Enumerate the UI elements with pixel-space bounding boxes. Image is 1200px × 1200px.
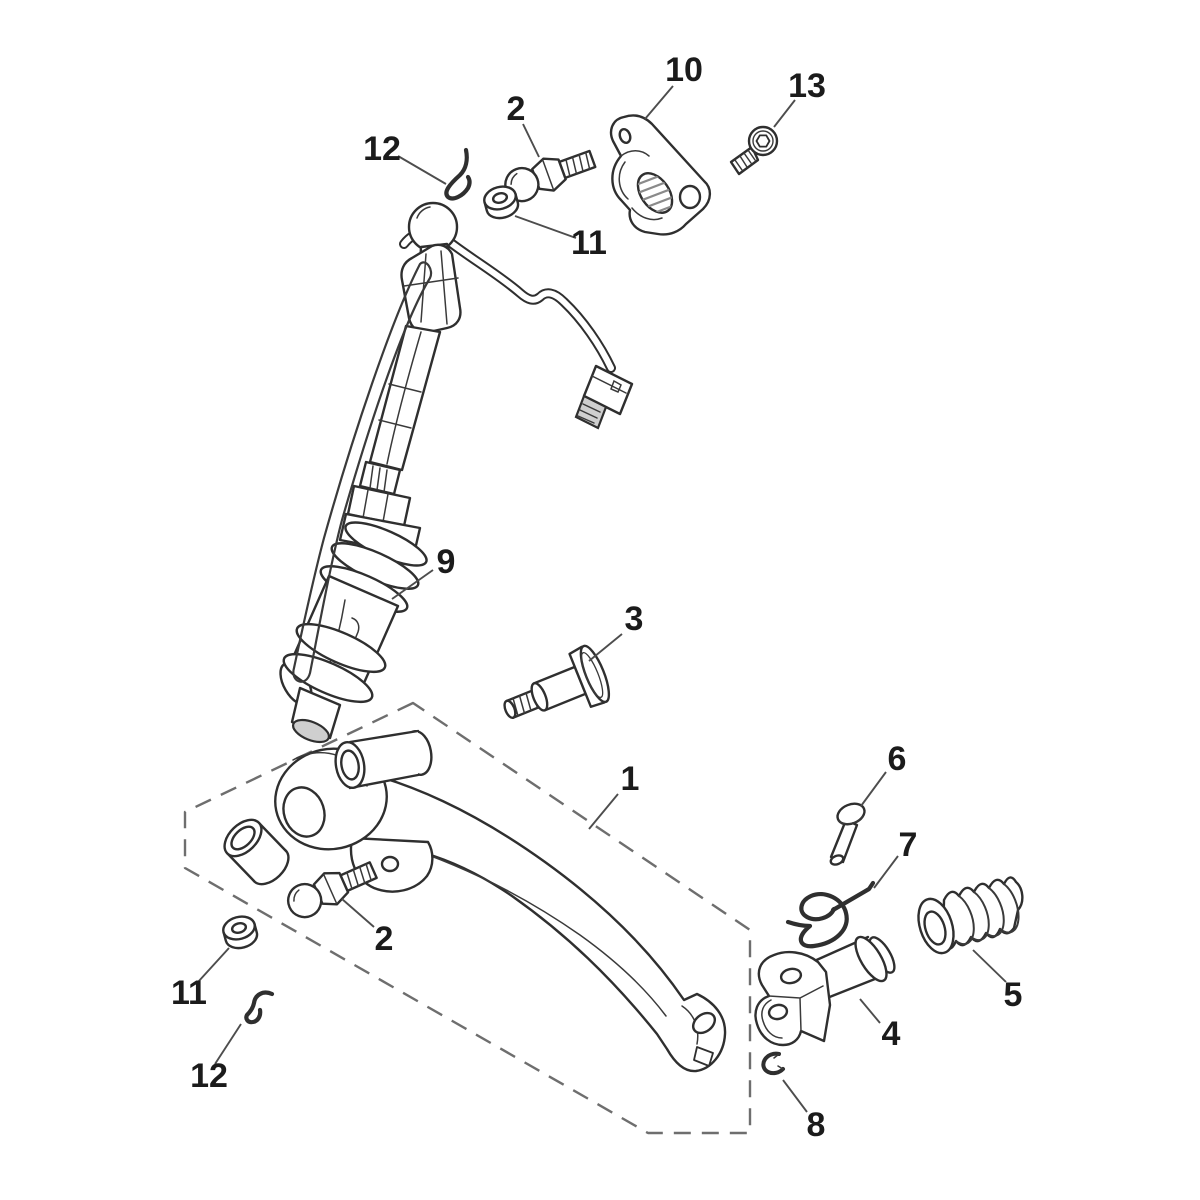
callout-6: 6 [860,740,907,807]
part-12-clip-lower [244,990,275,1025]
part-4-clevis [754,935,896,1047]
svg-text:12: 12 [363,130,401,168]
svg-text:11: 11 [571,224,607,262]
callouts: 1 2 3 4 5 6 7 8 [171,51,1022,1144]
part-7-torsion-spring [785,880,876,949]
part-13-socket-screw [729,125,779,176]
cable-connector [574,364,634,430]
svg-text:2: 2 [507,90,526,128]
callout-13: 13 [773,67,826,128]
svg-text:11: 11 [171,974,207,1012]
pedal-tip-hole [691,1011,717,1035]
part-5-rubber-peg [917,876,1024,955]
part-11-nut-lower [219,912,261,953]
part-9-gear-linkage-rod [279,201,634,744]
svg-text:10: 10 [665,51,703,89]
callout-8: 8 [782,1079,826,1144]
part-6-clevis-pin [829,802,866,866]
callout-9: 9 [391,543,456,600]
callout-12-upper: 12 [363,130,447,185]
svg-text:1: 1 [621,760,640,798]
bushing-left [223,818,290,886]
callout-2-upper: 2 [507,90,540,158]
callout-1: 1 [588,760,640,830]
svg-text:7: 7 [899,826,918,864]
callout-4: 4 [859,998,901,1053]
svg-text:8: 8 [807,1106,826,1144]
svg-text:6: 6 [888,740,907,778]
callout-2-lower: 2 [341,898,394,958]
svg-text:5: 5 [1004,976,1023,1014]
callout-5: 5 [972,949,1023,1014]
part-2-ball-stud-lower [281,853,382,924]
callout-7: 7 [873,826,918,889]
svg-text:4: 4 [882,1015,901,1053]
part-1-gear-change-pedal [223,729,727,1073]
assembly-dashed-outline [183,701,752,1135]
bracket-bolt-hole [678,184,702,210]
part-3-pivot-bolt [503,644,611,719]
svg-text:13: 13 [788,67,826,105]
part-10-selector-bracket [609,114,712,236]
rod-ball-joint [407,201,459,253]
callout-11-upper: 11 [514,215,607,262]
svg-text:3: 3 [625,600,644,638]
callout-3: 3 [588,600,644,662]
svg-text:12: 12 [190,1057,228,1095]
part-12-clip-upper [444,147,472,201]
bushing-upper [334,729,433,790]
lever-arm [328,764,727,1073]
part-8-e-clip [761,1051,785,1076]
callout-12-lower: 12 [190,1023,242,1095]
svg-text:2: 2 [375,920,394,958]
callout-11-lower: 11 [171,947,230,1012]
callout-10: 10 [644,51,703,120]
lever-pivot-hole [282,786,326,838]
svg-text:9: 9 [437,543,456,581]
